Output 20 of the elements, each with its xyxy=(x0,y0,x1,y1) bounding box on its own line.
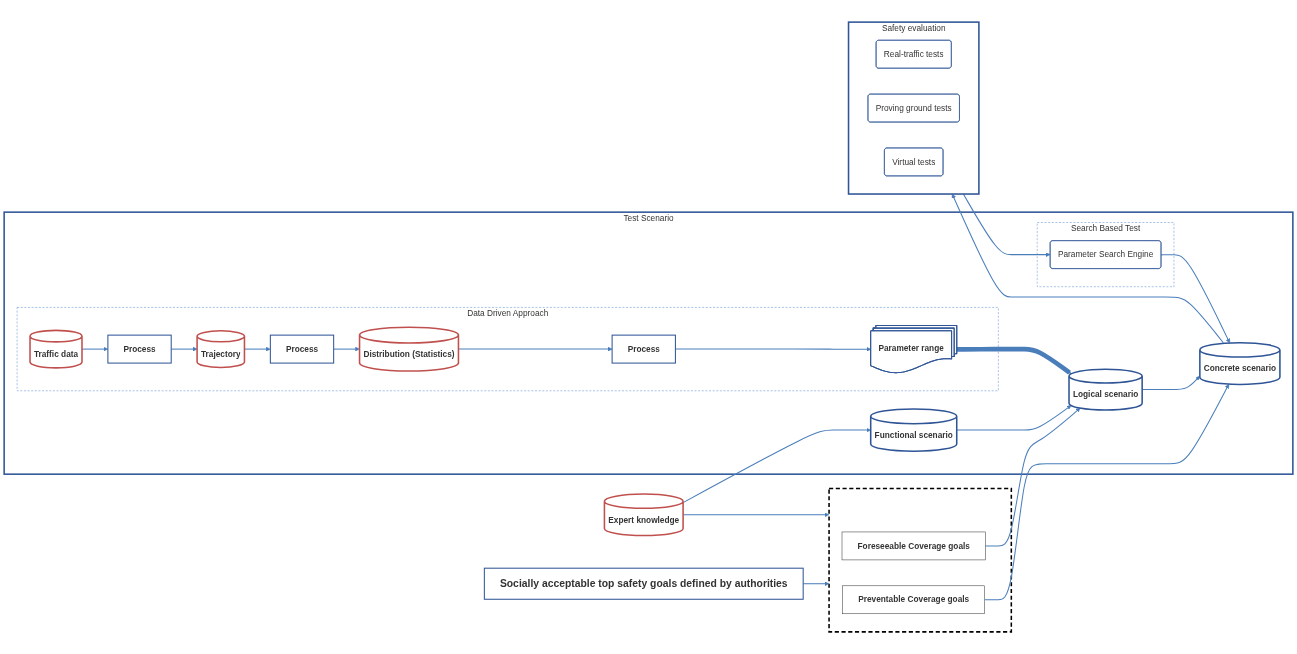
arrow xyxy=(984,407,1081,547)
node-box: Foreseeable Coverage goals xyxy=(841,531,986,561)
node-box: Process xyxy=(269,334,335,364)
arrow xyxy=(962,193,1051,257)
node-box: Socially acceptable top safety goals defined by authorities xyxy=(483,567,804,600)
arrow xyxy=(457,346,613,352)
arrow xyxy=(956,405,1072,431)
arrow xyxy=(957,346,1072,375)
arrow xyxy=(682,512,830,518)
arrow xyxy=(951,193,1224,344)
node-box: Process xyxy=(611,334,676,364)
node-box: Preventable Coverage goals xyxy=(842,585,985,614)
arrow xyxy=(984,383,1230,601)
cluster xyxy=(828,487,1013,633)
arrow xyxy=(333,346,360,352)
arrow xyxy=(1141,375,1201,391)
arrow xyxy=(243,346,271,352)
arrow xyxy=(682,427,871,504)
arrow xyxy=(1160,254,1230,344)
node-box: Process xyxy=(107,334,172,364)
